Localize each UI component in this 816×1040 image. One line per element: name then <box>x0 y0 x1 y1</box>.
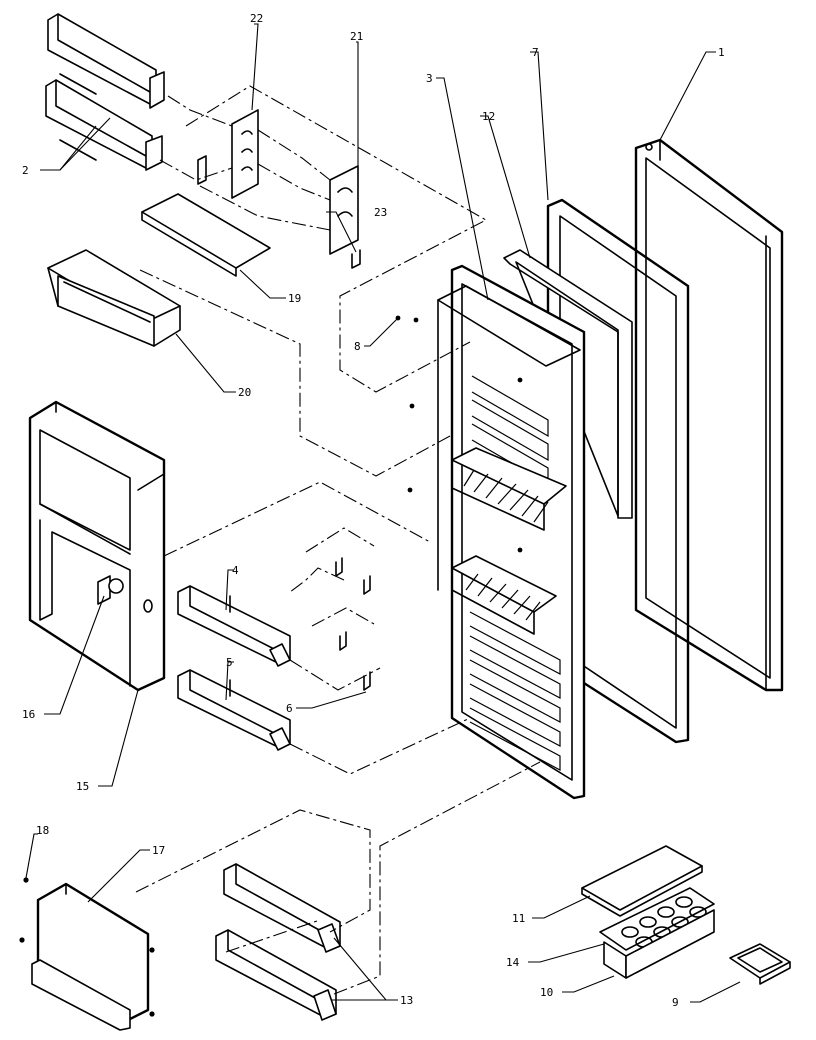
part-13-lower-bins <box>215 863 341 1021</box>
part-17-dispenser-panel <box>31 882 150 1031</box>
callout-6: 6 <box>286 702 293 715</box>
liner-lower-ribs <box>469 611 561 771</box>
callout-8: 8 <box>354 340 361 353</box>
part-19-shelf-trim <box>141 193 271 277</box>
callout-18: 18 <box>36 824 49 837</box>
part-1-door-outer-panel <box>634 138 784 692</box>
callout-1: 1 <box>718 46 725 59</box>
callout-9: 9 <box>672 996 679 1009</box>
callout-17: 17 <box>152 844 165 857</box>
callout-7: 7 <box>532 46 539 59</box>
callout-15: 15 <box>76 780 89 793</box>
callout-12: 12 <box>482 110 495 123</box>
part-3-door-liner <box>395 264 586 800</box>
leader-lines <box>25 23 741 1003</box>
callout-labels: 1 2 3 4 5 6 7 8 9 10 11 12 13 14 15 16 1… <box>22 12 725 1009</box>
callout-4: 4 <box>232 564 239 577</box>
callout-23: 23 <box>374 206 387 219</box>
liner-shelf-lower <box>451 555 557 635</box>
callout-10: 10 <box>540 986 553 999</box>
assembly-lines <box>135 85 541 995</box>
part-10-ice-bin <box>603 909 715 979</box>
part-20-dairy-bin <box>47 249 181 347</box>
part-22-bracket <box>197 109 259 199</box>
part-16-switch <box>97 575 124 605</box>
part-6-clips <box>335 557 371 691</box>
callout-2: 2 <box>22 164 29 177</box>
callout-13: 13 <box>400 994 413 1007</box>
part-14-ice-tray <box>599 887 715 951</box>
callout-20: 20 <box>238 386 251 399</box>
callout-19: 19 <box>288 292 301 305</box>
part-23-clip <box>351 249 361 269</box>
part-5-door-bin <box>177 669 291 751</box>
part-4-door-bin <box>177 585 291 667</box>
part-15-dispenser-frame <box>28 400 166 692</box>
callout-21: 21 <box>350 30 363 43</box>
callout-5: 5 <box>226 656 233 669</box>
callout-11: 11 <box>512 912 525 925</box>
callout-16: 16 <box>22 708 35 721</box>
liner-shelf-upper <box>451 447 567 531</box>
callout-3: 3 <box>426 72 433 85</box>
part-2-upper-bins <box>45 13 165 171</box>
part-21-bracket <box>329 165 359 255</box>
part-9-scoop-tray <box>729 943 791 985</box>
part-18-screws <box>19 877 155 1017</box>
part-11-ice-tray-lid <box>581 845 703 917</box>
callout-22: 22 <box>250 12 263 25</box>
callout-14: 14 <box>506 956 520 969</box>
